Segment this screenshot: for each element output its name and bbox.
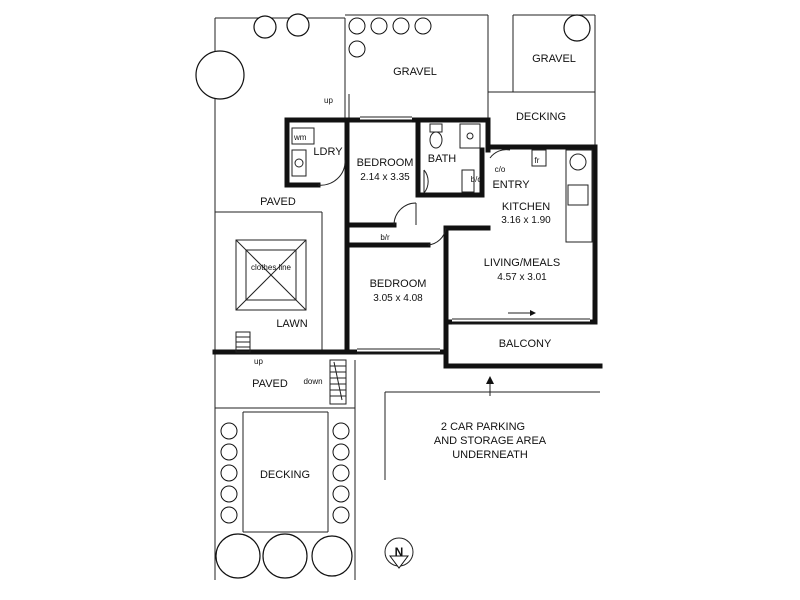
shower <box>459 123 481 149</box>
bedroom1-door <box>393 202 417 226</box>
up-bottom-label: up <box>254 357 263 366</box>
clothes-line <box>235 239 307 311</box>
clothes-line-label: clothes line <box>251 263 292 272</box>
windows <box>357 116 594 355</box>
labels: GRAVEL GRAVEL DECKING wm LDRY BEDROOM 2.… <box>251 53 576 481</box>
bath-label: BATH <box>428 153 457 165</box>
shrubs <box>220 17 432 524</box>
washing-machine <box>291 127 315 145</box>
bedroom1-label: BEDROOM <box>357 157 414 169</box>
decking-bottom-label: DECKING <box>260 469 310 481</box>
gravel-right-label: GRAVEL <box>532 53 576 65</box>
down-label: down <box>303 377 322 386</box>
balcony-label: BALCONY <box>499 338 552 350</box>
cooktop <box>569 153 587 171</box>
sink <box>567 184 589 206</box>
wm-label: wm <box>293 133 307 142</box>
parking-line-1: 2 CAR PARKING <box>441 421 525 433</box>
north-arrow: N <box>384 537 414 569</box>
fridge-space <box>531 149 547 167</box>
paved-top-label: PAVED <box>260 196 296 208</box>
parking-line-3: UNDERNEATH <box>452 449 528 461</box>
vanity <box>461 169 475 193</box>
stairs-down <box>329 359 347 405</box>
unit-walls <box>212 117 603 369</box>
trees <box>195 13 591 579</box>
bedroom2-label: BEDROOM <box>370 278 427 290</box>
fr-label: fr <box>535 156 540 165</box>
bedroom2-door <box>427 227 447 246</box>
kitchen-label: KITCHEN <box>502 201 550 213</box>
living-label: LIVING/MEALS <box>484 257 560 269</box>
paved-bottom-label: PAVED <box>252 378 288 390</box>
bedroom2-dimensions: 3.05 x 4.08 <box>373 293 423 304</box>
kitchen-dimensions: 3.16 x 1.90 <box>501 215 551 226</box>
stairs-left <box>235 331 251 353</box>
fixtures <box>291 123 593 316</box>
co-label: c/o <box>495 165 506 174</box>
bath-door <box>423 169 429 194</box>
entry-door <box>489 149 511 159</box>
ldry-label: LDRY <box>313 146 343 158</box>
north-label: N <box>395 545 404 559</box>
gravel-main-label: GRAVEL <box>393 66 437 78</box>
bc-label: b/c <box>471 175 482 184</box>
laundry-door <box>317 159 346 186</box>
bedroom1-dimensions: 2.14 x 3.35 <box>360 172 410 183</box>
toilet <box>429 131 443 149</box>
tree-large <box>195 50 245 100</box>
decking-top-label: DECKING <box>516 111 566 123</box>
br-label: b/r <box>380 233 390 242</box>
parking-line-2: AND STORAGE AREA <box>434 435 547 447</box>
lawn-label: LAWN <box>276 318 307 330</box>
entry-label: ENTRY <box>492 179 530 191</box>
laundry-tub <box>291 149 307 177</box>
carport-arrow <box>486 376 494 396</box>
up-top-label: up <box>324 96 333 105</box>
living-dimensions: 4.57 x 3.01 <box>497 272 547 283</box>
kitchen-bench <box>565 149 593 243</box>
